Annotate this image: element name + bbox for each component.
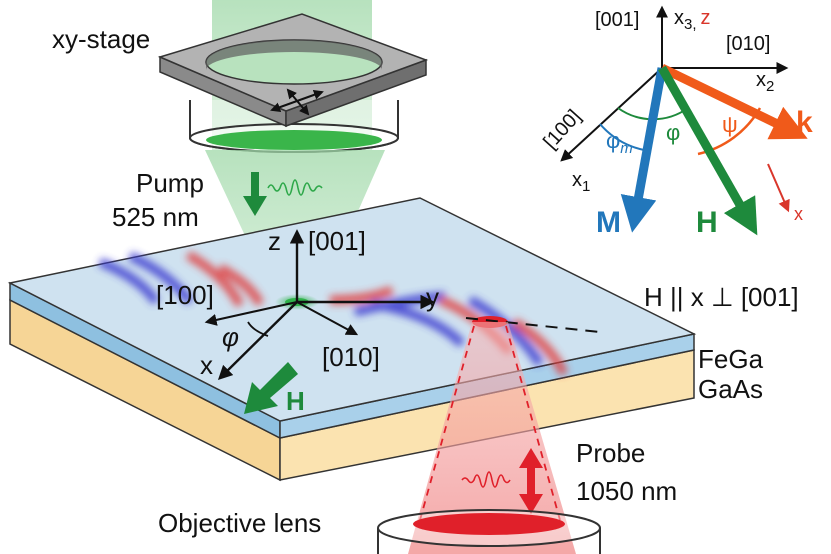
objective-lens-label: Objective lens xyxy=(158,508,321,538)
sample-axis-x: x xyxy=(200,350,213,380)
inset-vector-diagram xyxy=(560,5,808,236)
pump-pulse-icon xyxy=(267,179,323,196)
inset-dir-010: [010] xyxy=(726,33,770,55)
sample-axis-z-direction: [001] xyxy=(308,226,366,256)
inset-dir-100: [100] xyxy=(539,106,585,154)
sample-axis-z: z xyxy=(268,226,281,256)
xy-stage-label: xy-stage xyxy=(52,24,150,54)
objective-lens xyxy=(377,509,601,554)
inset-axis-x1: x1 xyxy=(572,169,590,195)
inset-psi-label: ψ xyxy=(722,112,738,137)
gaas-label: GaAs xyxy=(698,374,763,404)
inset-m-vector xyxy=(620,67,667,233)
xy-stage xyxy=(157,13,429,153)
inset-x-label: x xyxy=(794,204,803,224)
inset-k-vector xyxy=(660,63,808,140)
sample-angle-phi: φ xyxy=(222,322,239,352)
inset-h-vector xyxy=(658,65,758,236)
pump-label: Pump xyxy=(136,168,204,198)
inset-phi-label: φ xyxy=(666,120,680,145)
inset-phi-m-label: φm xyxy=(606,128,633,157)
fega-label: FeGa xyxy=(698,344,764,374)
pump-direction-arrow xyxy=(243,172,267,216)
probe-direction-arrow xyxy=(519,448,543,514)
field-h-arrow xyxy=(244,362,298,414)
sample-axes xyxy=(204,229,435,381)
pump-lens xyxy=(206,130,382,150)
inset-axis-x3: x3,z xyxy=(674,7,711,33)
sample-axis-100: [100] xyxy=(156,280,214,310)
probe-pulse-icon xyxy=(461,471,511,488)
probe-label: Probe xyxy=(576,438,645,468)
field-condition-label: H || x ⊥ [001] xyxy=(644,282,799,312)
inset-k-label: k xyxy=(796,106,813,139)
field-h-label: H xyxy=(286,386,305,416)
sample-axis-y: y xyxy=(426,282,439,312)
inset-m-label: M xyxy=(596,206,621,239)
pump-wavelength: 525 nm xyxy=(112,202,199,232)
inset-h-label: H xyxy=(696,206,718,239)
inset-dir-001: [001] xyxy=(595,9,639,31)
inset-axis-x2: x2 xyxy=(756,69,774,95)
sample-axis-010: [010] xyxy=(322,342,380,372)
sample-top-face xyxy=(7,197,697,422)
probe-wavelength: 1050 nm xyxy=(576,476,677,506)
